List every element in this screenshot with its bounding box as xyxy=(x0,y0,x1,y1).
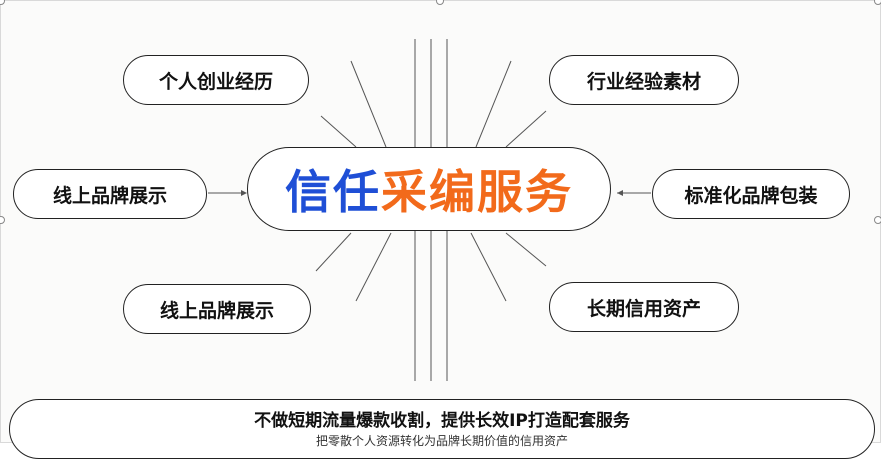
resize-handle-left[interactable] xyxy=(0,216,5,224)
node-bottom-right: 长期信用资产 xyxy=(549,282,739,332)
node-mid-left-label: 线上品牌展示 xyxy=(52,184,167,207)
resize-handle-right[interactable] xyxy=(874,216,881,224)
node-top-left-label: 个人创业经历 xyxy=(158,70,273,93)
resize-handle-top-right[interactable] xyxy=(874,0,881,5)
node-bottom-left-label: 线上品牌展示 xyxy=(159,299,274,322)
center-title-part2: 采编服务 xyxy=(381,165,573,219)
connector-lines xyxy=(208,39,651,381)
footer-main-text: 不做短期流量爆款收割，提供长效IP打造配套服务 xyxy=(254,411,630,431)
node-mid-right-label: 标准化品牌包装 xyxy=(684,184,818,207)
node-bottom-left: 线上品牌展示 xyxy=(123,284,311,334)
node-top-right-label: 行业经验素材 xyxy=(586,70,701,93)
node-top-left: 个人创业经历 xyxy=(123,55,309,105)
node-top-right: 行业经验素材 xyxy=(549,55,739,105)
center-title-part1: 信任 xyxy=(285,165,381,219)
node-mid-left: 线上品牌展示 xyxy=(13,169,207,219)
footer-box: 不做短期流量爆款收割，提供长效IP打造配套服务 把零散个人资源转化为品牌长期价值… xyxy=(9,399,875,459)
footer-sub-text: 把零散个人资源转化为品牌长期价值的信用资产 xyxy=(315,434,568,448)
resize-handle-top[interactable] xyxy=(436,0,444,5)
center-node: 信任采编服务 xyxy=(247,147,611,231)
node-bottom-right-label: 长期信用资产 xyxy=(586,297,701,320)
node-mid-right: 标准化品牌包装 xyxy=(652,169,850,219)
resize-handle-top-left[interactable] xyxy=(0,0,5,5)
